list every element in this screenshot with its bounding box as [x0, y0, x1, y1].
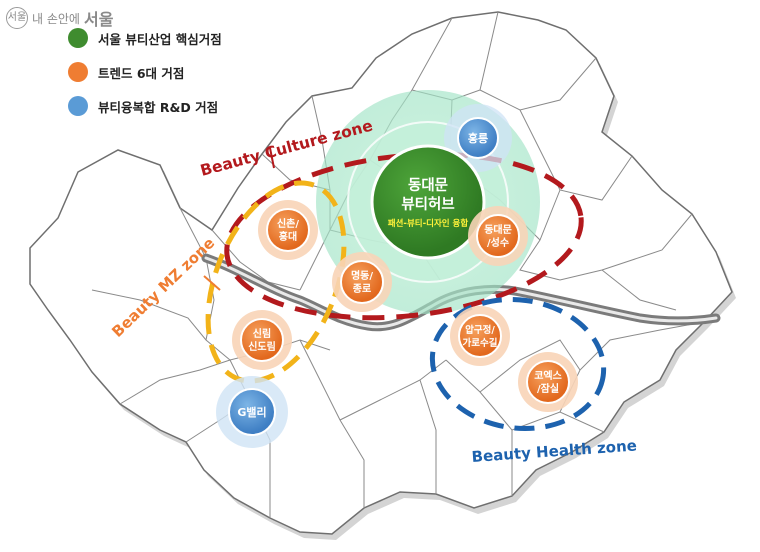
legend-label: 서울 뷰티산업 핵심거점 — [98, 31, 222, 47]
legend-item-core: 서울 뷰티산업 핵심거점 — [68, 28, 222, 48]
seoul-seal-icon: 서울 — [6, 7, 28, 29]
node-dongdaemun: 동대문 /성수 — [468, 206, 528, 266]
svg-text:가로수길: 가로수길 — [463, 337, 498, 349]
node-sinchon: 신촌/ 홍대 — [258, 200, 318, 260]
svg-text:신촌/: 신촌/ — [277, 217, 299, 230]
node-hongneung-label: 홍릉 — [468, 131, 488, 145]
node-coex: 코엑스 /잠실 — [518, 352, 578, 412]
legend-label: 뷰티융복합 R&D 거점 — [98, 99, 219, 115]
svg-text:종로: 종로 — [353, 283, 371, 295]
node-sillim: 신림 신도림 — [232, 310, 292, 370]
legend-label: 트렌드 6대 거점 — [98, 65, 185, 81]
blue-dot-icon — [68, 96, 88, 116]
legend-item-trend: 트렌드 6대 거점 — [68, 62, 222, 82]
svg-text:동대문: 동대문 — [484, 223, 512, 236]
legend: 서울 뷰티산업 핵심거점 트렌드 6대 거점 뷰티융복합 R&D 거점 — [68, 28, 222, 130]
hub-subtitle: 패션-뷰티-디자인 융합 — [388, 218, 469, 229]
hub-center: 동대문 뷰티허브 패션-뷰티-디자인 융합 — [370, 144, 486, 260]
seoul-logo: 서울 내 손안에 서울 — [6, 6, 113, 30]
svg-text:코엑스: 코엑스 — [534, 370, 562, 382]
mz-zone-ellipse — [205, 180, 347, 384]
svg-text:G밸리: G밸리 — [237, 405, 266, 419]
svg-text:신림: 신림 — [253, 327, 271, 340]
logo-small-text: 내 손안에 — [32, 11, 80, 26]
svg-text:압구정/: 압구정/ — [465, 324, 495, 336]
svg-text:홍대: 홍대 — [279, 230, 297, 243]
logo-big-text: 서울 — [83, 10, 114, 29]
svg-text:/성수: /성수 — [487, 236, 509, 249]
hub-title-line1: 동대문 — [408, 177, 448, 194]
node-apgujeong: 압구정/ 가로수길 — [450, 306, 510, 366]
node-gvalley: G밸리 — [216, 376, 288, 448]
svg-text:/잠실: /잠실 — [537, 382, 559, 395]
svg-text:명동/: 명동/ — [351, 269, 373, 282]
health-zone-ellipse — [429, 297, 607, 431]
node-myeongdong: 명동/ 종로 — [332, 252, 392, 312]
green-dot-icon — [68, 28, 88, 48]
legend-item-rnd: 뷰티융복합 R&D 거점 — [68, 96, 222, 116]
orange-dot-icon — [68, 62, 88, 82]
svg-text:신도림: 신도림 — [248, 340, 276, 353]
hub-title-line2: 뷰티허브 — [401, 196, 454, 213]
